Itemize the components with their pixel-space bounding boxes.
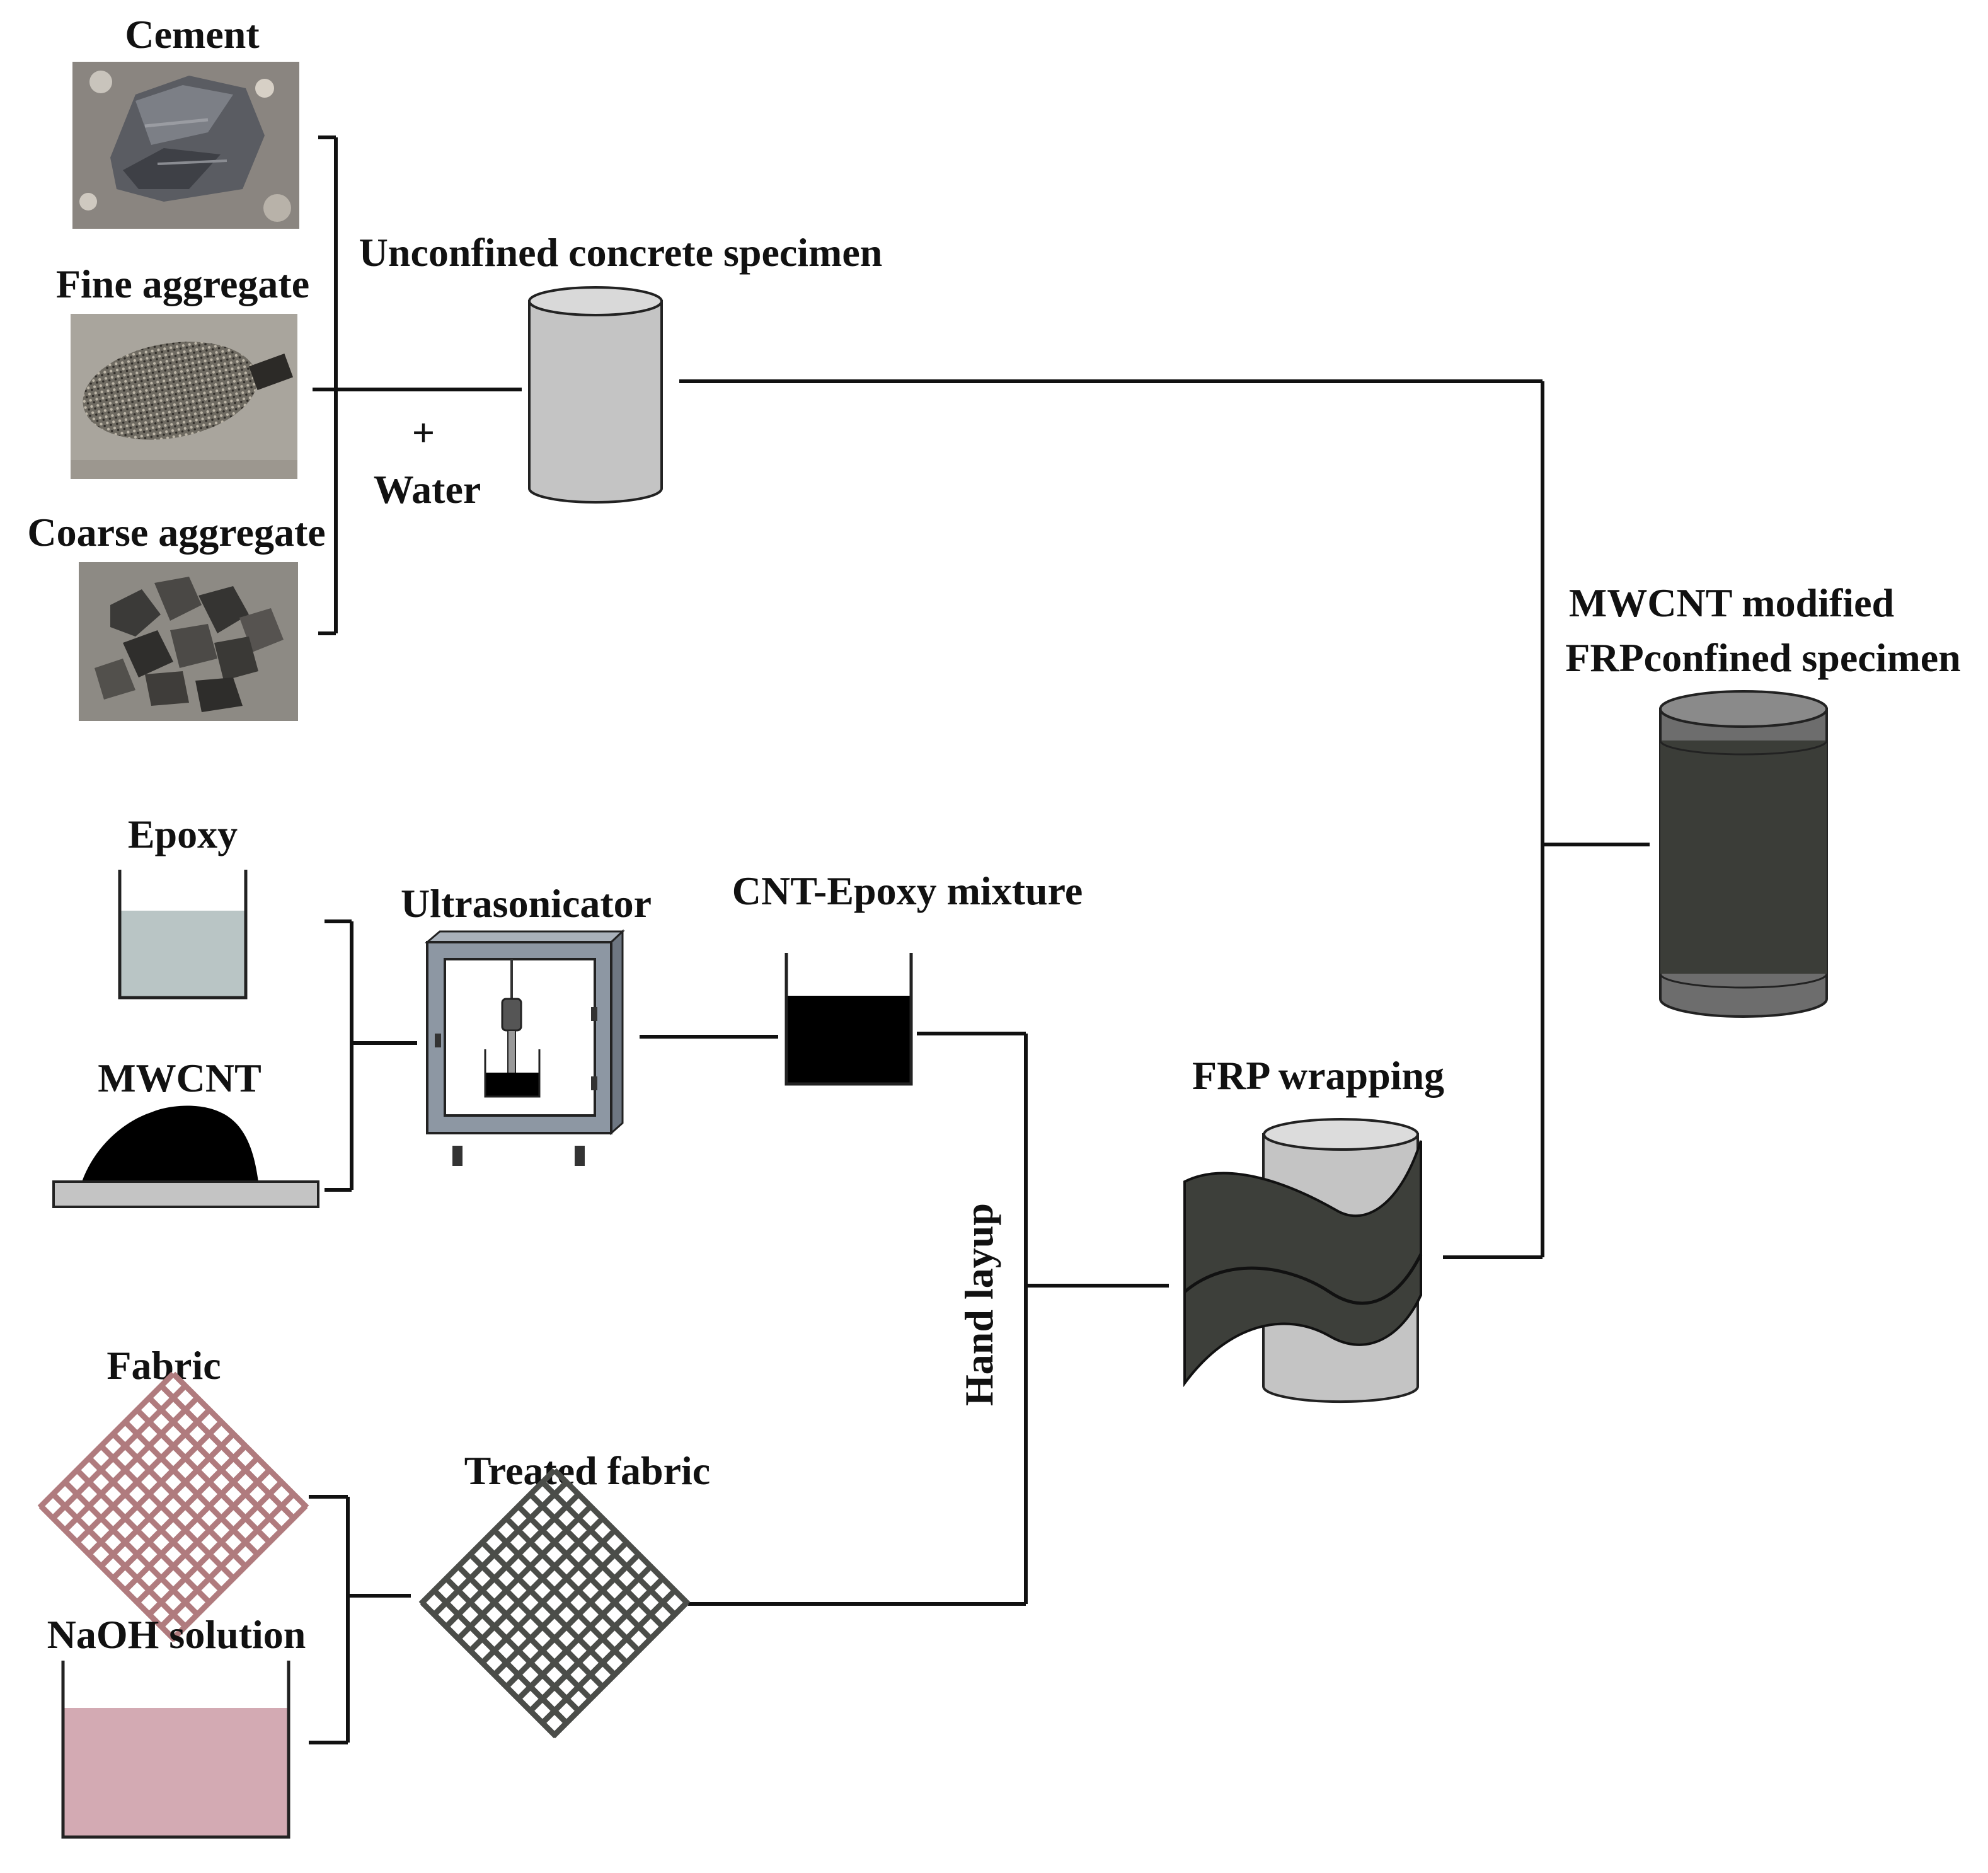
treated-fabric-mesh	[418, 1468, 691, 1739]
cement-photo	[72, 62, 299, 229]
mesh-strand	[99, 1444, 237, 1582]
mesh-strand	[110, 1444, 248, 1582]
mesh-strand	[134, 1468, 272, 1606]
naoh-solution-label: NaOH solution	[47, 1612, 306, 1657]
mesh-strand	[146, 1480, 284, 1618]
mesh-strand	[442, 1492, 581, 1630]
mesh-strand	[38, 1504, 177, 1642]
mesh-strand	[432, 1588, 570, 1727]
mesh-strand	[551, 1600, 689, 1739]
confined-specimen-label-line1: MWCNT modified	[1569, 580, 1894, 625]
mesh-strand	[480, 1540, 618, 1678]
epoxy-beaker	[118, 870, 248, 1000]
mesh-strand	[62, 1480, 201, 1618]
water-label: Water	[374, 467, 481, 512]
mesh-strand	[504, 1516, 642, 1654]
mesh-strand	[87, 1456, 225, 1594]
treated-fabric-label: Treated fabric	[464, 1448, 710, 1493]
specimen-to-confinement-line	[679, 379, 1650, 1259]
fabric-naoh-bracket	[309, 1495, 411, 1744]
mesh-strand	[527, 1576, 665, 1715]
frp-wrapping-cylinder	[1183, 1118, 1423, 1403]
unconfined-specimen-label: Unconfined concrete specimen	[359, 230, 883, 275]
mesh-strand	[86, 1420, 224, 1558]
confined-specimen-cylinder	[1659, 690, 1828, 1018]
fabric-mesh	[37, 1371, 309, 1642]
mesh-strand	[444, 1576, 582, 1715]
mesh-strand	[454, 1504, 593, 1642]
mesh-strand	[61, 1395, 200, 1534]
mesh-strand	[491, 1540, 629, 1678]
mesh-strand	[50, 1492, 189, 1630]
mesh-strand	[420, 1600, 558, 1739]
mesh-strand	[479, 1528, 617, 1666]
epoxy-mwcnt-bracket	[325, 919, 417, 1192]
mesh-strand	[516, 1504, 655, 1642]
ultrasonicator-device	[424, 929, 625, 1166]
mesh-strand	[503, 1552, 641, 1690]
coarse-aggregate-label: Coarse aggregate	[27, 510, 325, 555]
plus-sign: +	[412, 410, 435, 455]
frp-wrapping-label: FRP wrapping	[1192, 1053, 1444, 1098]
mesh-strand	[111, 1432, 249, 1570]
epoxy-label: Epoxy	[128, 812, 238, 856]
fine-aggregate-label: Fine aggregate	[56, 262, 309, 306]
mesh-strand	[539, 1588, 677, 1727]
unconfined-specimen-cylinder	[528, 286, 663, 504]
cnt-epoxy-mixture-label: CNT-Epoxy mixture	[732, 868, 1083, 913]
mesh-strand	[158, 1492, 296, 1630]
naoh-tank	[61, 1661, 290, 1839]
mesh-strand	[75, 1468, 213, 1606]
mwcnt-label: MWCNT	[98, 1056, 261, 1100]
mesh-strand	[515, 1564, 653, 1702]
mesh-strand	[73, 1407, 212, 1546]
mesh-strand	[98, 1432, 236, 1570]
mesh-strand	[122, 1456, 260, 1594]
coarse-aggregate-photo	[79, 562, 298, 721]
ultrasonicator-label: Ultrasonicator	[401, 881, 652, 926]
hand-layup-lines	[688, 1032, 1169, 1606]
materials-bracket	[313, 135, 522, 635]
mesh-strand	[135, 1407, 273, 1546]
mesh-strand	[467, 1516, 605, 1654]
mesh-strand	[492, 1528, 630, 1666]
cement-label: Cement	[125, 12, 260, 57]
cnt-epoxy-mixture-beaker	[784, 953, 913, 1086]
hand-layup-label: Hand layup	[957, 1203, 1001, 1406]
mesh-strand	[468, 1552, 606, 1690]
mesh-strand	[123, 1420, 261, 1558]
fine-aggregate-photo	[71, 314, 297, 479]
mesh-strand	[169, 1504, 308, 1642]
mesh-strand	[456, 1564, 594, 1702]
mwcnt-pile	[52, 1105, 319, 1208]
confined-specimen-label-line2: FRPconfined specimen	[1565, 635, 1961, 680]
